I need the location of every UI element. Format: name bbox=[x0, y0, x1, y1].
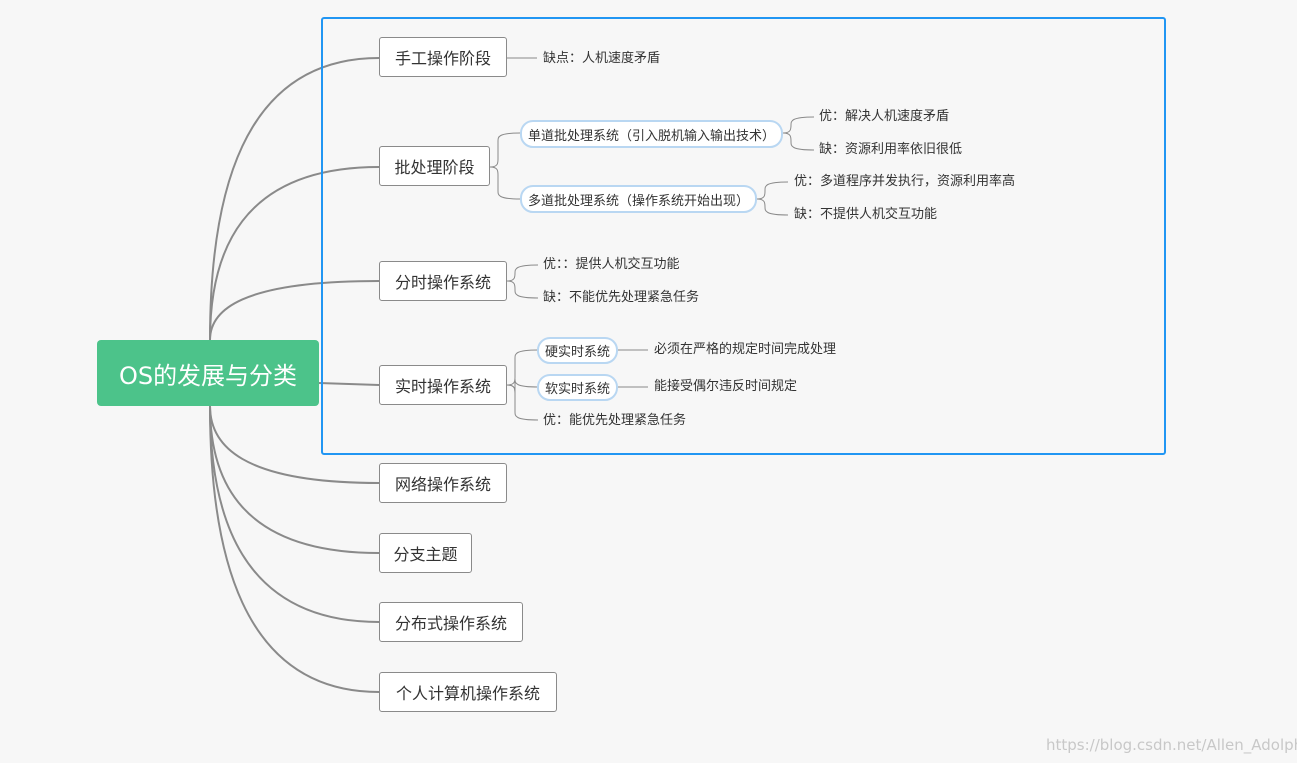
leaf-soft-real-time-desc[interactable]: 能接受偶尔违反时间规定 bbox=[654, 379, 798, 394]
topic-personal-computer-os[interactable]: 个人计算机操作系统 bbox=[379, 672, 557, 712]
subtopic-single-batch[interactable]: 单道批处理系统（引入脱机输入输出技术） bbox=[520, 120, 783, 148]
leaf-hard-real-time-desc[interactable]: 必须在严格的规定时间完成处理 bbox=[654, 342, 837, 357]
topic-time-sharing-os[interactable]: 分时操作系统 bbox=[379, 261, 507, 301]
subtopic-soft-real-time[interactable]: 软实时系统 bbox=[537, 374, 618, 401]
topic-real-time-os[interactable]: 实时操作系统 bbox=[379, 365, 507, 405]
selection-frame bbox=[321, 17, 1166, 455]
root-topic[interactable]: OS的发展与分类 bbox=[97, 340, 319, 406]
topic-manual-stage[interactable]: 手工操作阶段 bbox=[379, 37, 507, 77]
leaf-time-sharing-con[interactable]: 缺：不能优先处理紧急任务 bbox=[543, 290, 700, 305]
topic-branch-theme[interactable]: 分支主题 bbox=[379, 533, 472, 573]
leaf-multi-batch-con[interactable]: 缺：不提供人机交互功能 bbox=[794, 207, 938, 222]
leaf-single-batch-con[interactable]: 缺：资源利用率依旧很低 bbox=[819, 142, 963, 157]
subtopic-hard-real-time[interactable]: 硬实时系统 bbox=[537, 337, 618, 364]
subtopic-multi-batch[interactable]: 多道批处理系统（操作系统开始出现） bbox=[520, 185, 757, 213]
leaf-time-sharing-pro[interactable]: 优：：提供人机交互功能 bbox=[543, 257, 680, 272]
topic-batch-stage[interactable]: 批处理阶段 bbox=[379, 146, 490, 186]
topic-distributed-os[interactable]: 分布式操作系统 bbox=[379, 602, 523, 642]
topic-network-os[interactable]: 网络操作系统 bbox=[379, 463, 507, 503]
leaf-manual-con[interactable]: 缺点：人机速度矛盾 bbox=[543, 51, 661, 66]
leaf-multi-batch-pro[interactable]: 优：多道程序并发执行，资源利用率高 bbox=[794, 174, 1016, 189]
leaf-single-batch-pro[interactable]: 优：解决人机速度矛盾 bbox=[819, 109, 950, 124]
leaf-real-time-pro[interactable]: 优：能优先处理紧急任务 bbox=[543, 413, 687, 428]
watermark: https://blog.csdn.net/Allen_Adolph bbox=[1046, 736, 1297, 754]
